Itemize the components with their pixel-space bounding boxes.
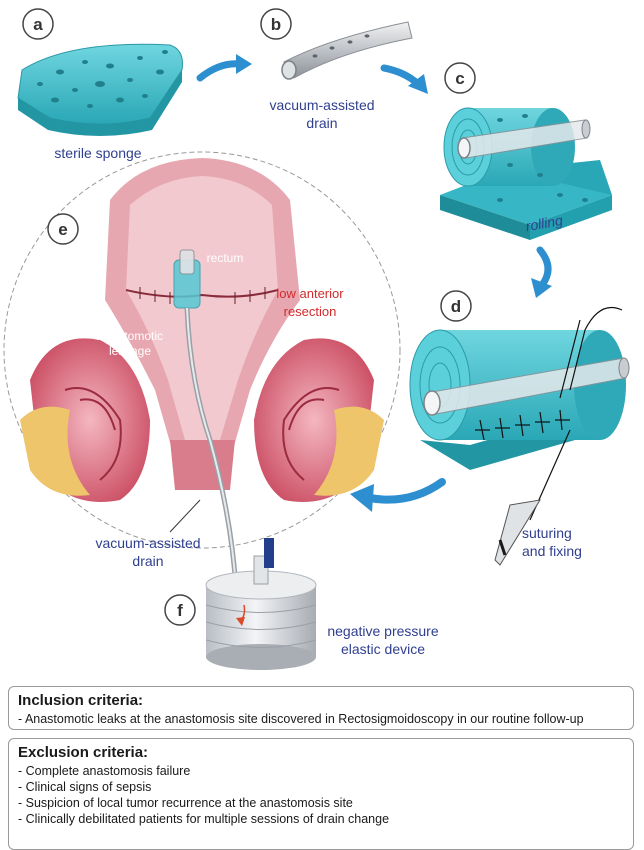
- exclusion-list: - Complete anastomosis failure - Clinica…: [18, 763, 624, 827]
- inclusion-list: - Anastomotic leaks at the anastomosis s…: [18, 711, 624, 727]
- step-b-letter: b: [271, 15, 281, 34]
- procedure-diagram: a sterile sponge b: [0, 0, 644, 680]
- exclusion-item: - Clinically debilitated patients for mu…: [18, 811, 624, 827]
- step-a: a sterile sponge: [18, 9, 183, 161]
- step-f-caption-1: negative pressure: [327, 623, 439, 639]
- lar-label-2: resection: [284, 304, 337, 319]
- arrow-d-to-e: [370, 482, 442, 500]
- negative-pressure-device-image: [206, 538, 316, 670]
- step-d: d suturing and fixing: [410, 291, 629, 565]
- step-e-letter: e: [58, 220, 67, 239]
- drain-label-2: drain: [132, 553, 163, 569]
- inclusion-title: Inclusion criteria:: [18, 692, 624, 709]
- arrow-a-to-b-head: [236, 54, 252, 74]
- arrow-a-to-b: [200, 64, 240, 78]
- inclusion-item: - Anastomotic leaks at the anastomosis s…: [18, 711, 624, 727]
- step-f-letter: f: [177, 601, 183, 620]
- sutured-sponge-image: [410, 308, 629, 566]
- step-b-caption-2: drain: [306, 115, 337, 131]
- exclusion-item: - Suspicion of local tumor recurrence at…: [18, 795, 624, 811]
- step-d-letter: d: [451, 297, 461, 316]
- lar-label-1: low anterior: [276, 286, 344, 301]
- exclusion-criteria-box: Exclusion criteria: - Complete anastomos…: [8, 738, 634, 850]
- exclusion-title: Exclusion criteria:: [18, 744, 624, 761]
- step-c: c rolling: [440, 63, 612, 240]
- step-d-caption-1: suturing: [522, 525, 572, 541]
- rectum-label: rectum: [207, 251, 244, 265]
- step-a-letter: a: [33, 15, 43, 34]
- inclusion-criteria-box: Inclusion criteria: - Anastomotic leaks …: [8, 686, 634, 730]
- exclusion-item: - Clinical signs of sepsis: [18, 779, 624, 795]
- anastomotic-leakage-label-2: leakage: [109, 344, 151, 358]
- sterile-sponge-image: [18, 44, 183, 136]
- step-e: e rectum Anastomotic leakage low anterio…: [4, 152, 400, 590]
- step-f: f negative pressure elastic device: [165, 538, 439, 670]
- exclusion-item: - Complete anastomosis failure: [18, 763, 624, 779]
- drain-label-1: vacuum-assisted: [95, 535, 200, 551]
- anastomotic-leakage-label-1: Anastomotic: [97, 329, 163, 343]
- step-d-caption-2: and fixing: [522, 543, 582, 559]
- step-c-letter: c: [455, 69, 464, 88]
- step-a-caption: sterile sponge: [54, 145, 141, 161]
- step-f-caption-2: elastic device: [341, 641, 425, 657]
- arrow-b-to-c: [384, 68, 418, 84]
- arrow-c-to-d: [540, 250, 548, 285]
- step-b-caption-1: vacuum-assisted: [269, 97, 374, 113]
